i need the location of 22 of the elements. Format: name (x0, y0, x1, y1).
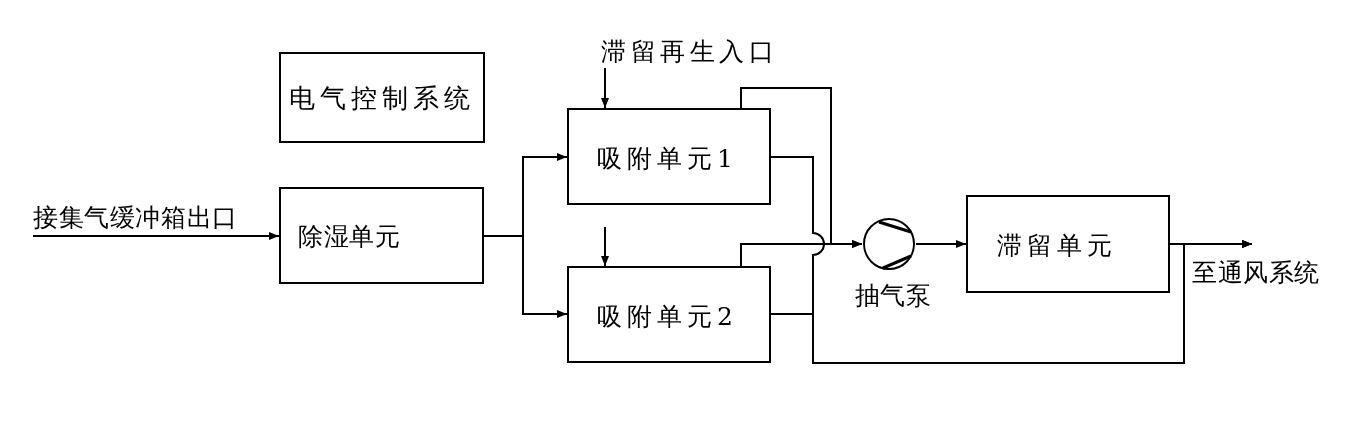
flow-arrow (601, 226, 609, 267)
endpoint-label: 滞留再生入口 (601, 36, 793, 68)
process-box (279, 187, 484, 284)
box-label: 吸附单元1 (597, 143, 738, 174)
flow-arrow (32, 232, 280, 240)
box-label: 滞留单元 (997, 231, 1117, 261)
flow-arrow (915, 240, 967, 248)
endpoint-label: 至通风系统 (1192, 247, 1328, 289)
pump-icon (862, 217, 916, 271)
box-label: 吸附单元2 (597, 301, 738, 332)
process-box (567, 266, 771, 363)
flow-arrow (483, 235, 568, 318)
flow-arrow (740, 240, 863, 267)
process-box (567, 108, 771, 205)
pump-label: 抽气泵 (855, 281, 932, 311)
flow-arrow (601, 67, 609, 109)
process-box (279, 52, 485, 143)
box-label: 除湿单元 (298, 221, 400, 252)
endpoint-label: 接集气缓冲箱出口 (33, 203, 245, 236)
process-box (966, 195, 1170, 293)
flow-arrow (770, 240, 1253, 364)
box-label: 电气控制系统 (289, 82, 475, 113)
